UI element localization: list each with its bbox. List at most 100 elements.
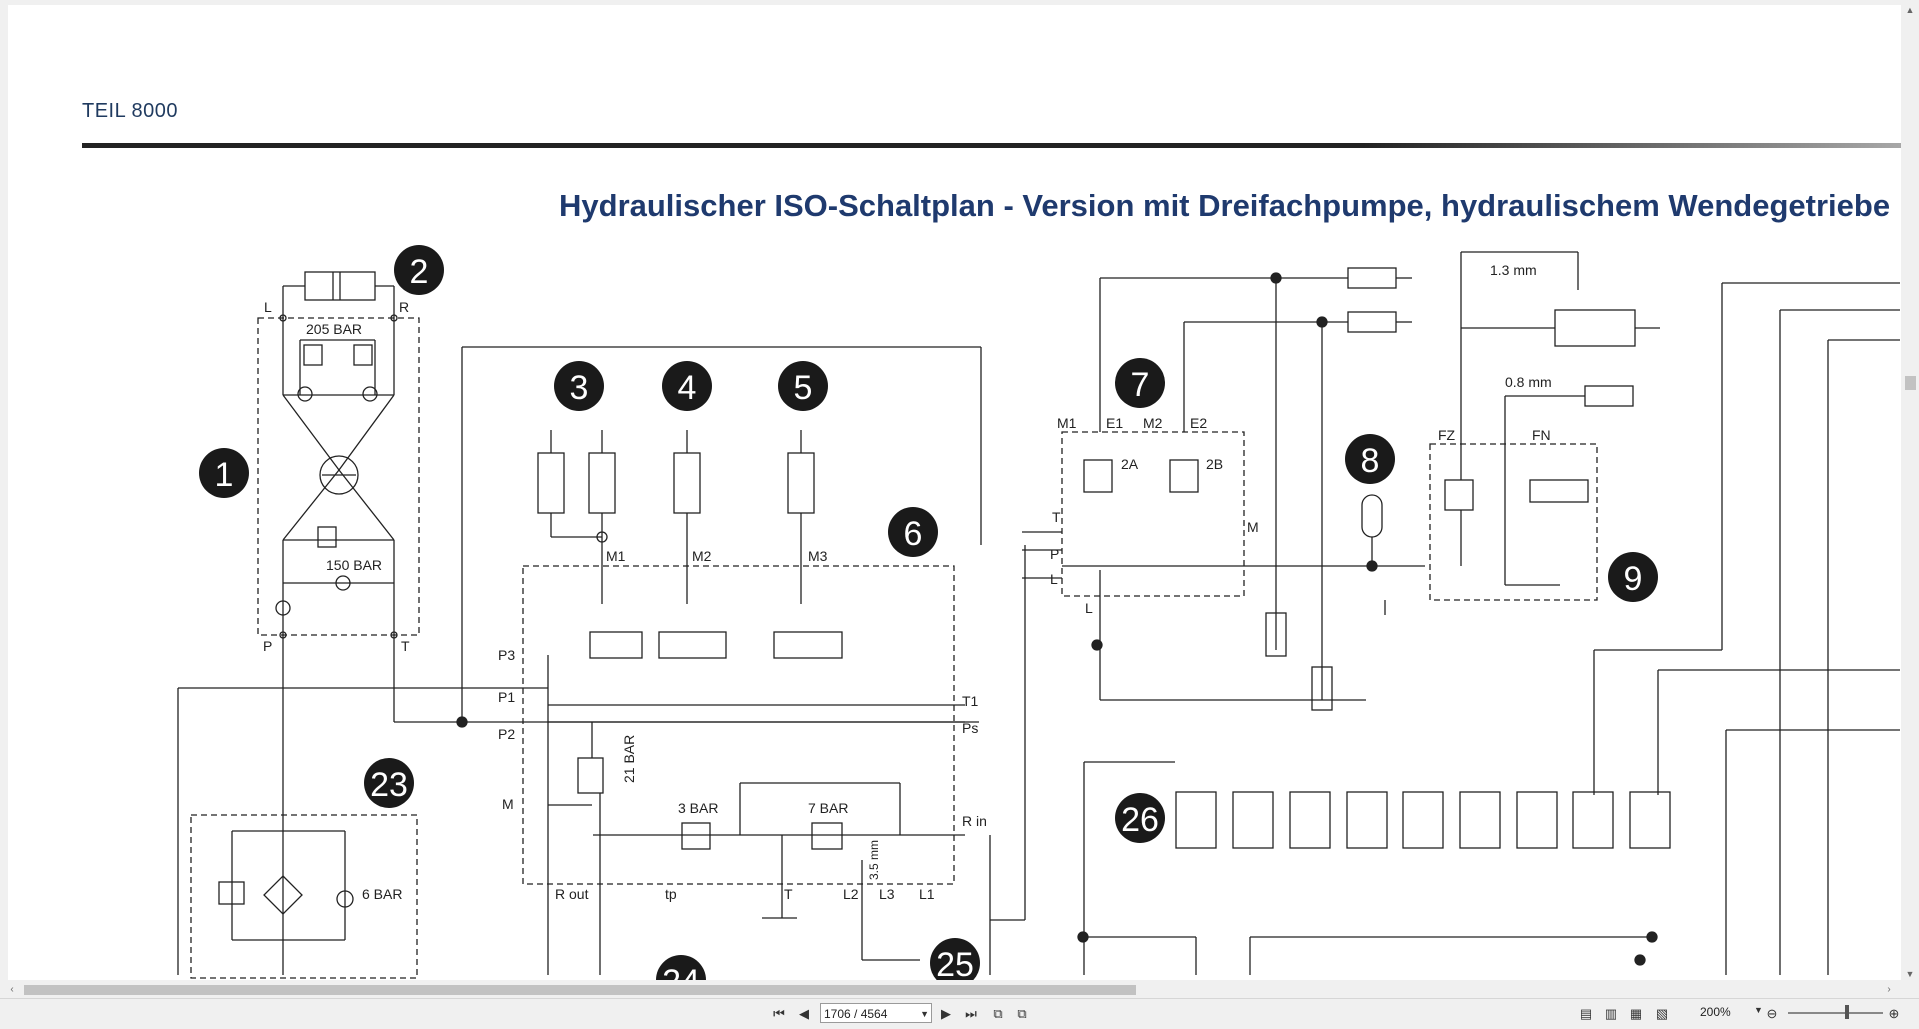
hydraulic-schematic: 1 2 3 4 5 6 7 8 9 23 24 25 26 — [177, 245, 1900, 980]
svg-text:R out: R out — [555, 886, 589, 902]
callout-numbers: 1 2 3 4 5 6 7 8 9 23 24 25 26 — [215, 253, 1643, 980]
document-viewport[interactable]: TEIL 8000 Hydraulischer ISO-Schaltplan -… — [0, 0, 1919, 982]
steering-unit — [257, 317, 420, 636]
parking-brake-valve — [1384, 251, 1660, 615]
svg-text:T1: T1 — [962, 693, 979, 709]
callout-1: 1 — [215, 456, 234, 494]
callout-2: 2 — [410, 253, 429, 291]
zoom-value[interactable]: 200% — [1700, 1005, 1731, 1019]
svg-text:M: M — [502, 796, 514, 812]
chevron-down-icon[interactable]: ▼ — [920, 1009, 929, 1019]
bottom-toolbar: ⏮ ◀ 1706 / 4564▼ ▶ ⏭ ⧉ ⧉ ▤ ▥ ▦ ▧ 200% ▼ … — [0, 998, 1919, 1029]
callout-8: 8 — [1361, 442, 1380, 480]
two-page-view-icon[interactable]: ▦ — [1629, 1006, 1643, 1021]
svg-text:E1: E1 — [1106, 415, 1123, 431]
quick-couplers — [1175, 791, 1671, 849]
callout-6: 6 — [904, 515, 923, 553]
callout-26: 26 — [1121, 801, 1159, 839]
svg-text:tp: tp — [665, 886, 677, 902]
callout-3: 3 — [570, 369, 589, 407]
svg-text:M: M — [1247, 519, 1259, 535]
steering-cylinder — [279, 271, 398, 322]
scroll-down-arrow-icon[interactable]: ▼ — [1905, 969, 1915, 979]
svg-text:T: T — [784, 886, 793, 902]
two-page-continuous-icon[interactable]: ▧ — [1655, 1006, 1669, 1021]
vertical-scrollbar[interactable]: ▲ ▼ — [1901, 0, 1919, 982]
prev-page-icon[interactable]: ◀ — [799, 1006, 809, 1021]
scroll-left-arrow-icon[interactable]: ‹ — [10, 984, 14, 995]
svg-text:P: P — [263, 638, 272, 654]
svg-text:3 BAR: 3 BAR — [678, 800, 718, 816]
svg-text:L2: L2 — [843, 886, 859, 902]
svg-text:L: L — [264, 299, 272, 315]
header-rule — [82, 143, 1901, 148]
svg-text:T: T — [1052, 509, 1061, 525]
svg-text:L1: L1 — [919, 886, 935, 902]
pdf-page: TEIL 8000 Hydraulischer ISO-Schaltplan -… — [8, 5, 1901, 980]
callout-9: 9 — [1624, 560, 1643, 598]
steering-internals — [275, 318, 979, 975]
svg-text:1.3 mm: 1.3 mm — [1490, 262, 1537, 278]
svg-text:R: R — [399, 299, 409, 315]
page-header: TEIL 8000 — [82, 100, 179, 122]
supply-lines — [177, 346, 982, 975]
callout-7: 7 — [1131, 366, 1150, 404]
svg-text:P2: P2 — [498, 726, 515, 742]
callout-5: 5 — [794, 369, 813, 407]
svg-text:2B: 2B — [1206, 456, 1223, 472]
svg-text:FN: FN — [1532, 427, 1551, 443]
zoom-slider-track[interactable] — [1788, 1012, 1883, 1014]
svg-text:M2: M2 — [1143, 415, 1163, 431]
next-page-icon[interactable]: ▶ — [941, 1006, 951, 1021]
svg-text:L: L — [1050, 571, 1058, 587]
page-number-field[interactable]: 1706 / 4564▼ — [820, 1003, 932, 1023]
svg-text:3.5 mm: 3.5 mm — [867, 840, 881, 880]
horizontal-scroll-thumb[interactable] — [24, 985, 1136, 995]
control-valve-labels: M1 M2 M3 P3 P1 P2 M T1 Ps R in R out tp … — [498, 548, 987, 902]
svg-text:FZ: FZ — [1438, 427, 1456, 443]
first-page-icon[interactable]: ⏮ — [773, 1006, 785, 1021]
svg-text:M3: M3 — [808, 548, 828, 564]
zoom-slider-knob[interactable] — [1845, 1005, 1849, 1019]
svg-text:2A: 2A — [1121, 456, 1139, 472]
last-page-icon[interactable]: ⏭ — [965, 1006, 977, 1021]
svg-text:P1: P1 — [498, 689, 515, 705]
copy-selection-icon[interactable]: ⧉ — [1017, 1006, 1027, 1021]
vertical-scroll-thumb[interactable] — [1905, 376, 1916, 390]
copy-page-icon[interactable]: ⧉ — [993, 1006, 1003, 1021]
svg-text:M1: M1 — [606, 548, 626, 564]
callout-4: 4 — [678, 369, 697, 407]
filter-block — [190, 814, 418, 979]
callout-23: 23 — [370, 766, 408, 804]
brake-valve — [1022, 267, 1425, 711]
scroll-right-arrow-icon[interactable]: › — [1887, 984, 1891, 995]
callout-24: 24 — [662, 963, 700, 980]
svg-text:Ps: Ps — [962, 720, 978, 736]
steering-labels: L R 205 BAR 150 BAR P T — [263, 299, 410, 654]
svg-text:T: T — [401, 638, 410, 654]
svg-text:L3: L3 — [879, 886, 895, 902]
zoom-dropdown-icon[interactable]: ▼ — [1754, 1005, 1763, 1015]
zoom-out-icon[interactable]: ⊖ — [1766, 1006, 1778, 1021]
document-title: Hydraulischer ISO-Schaltplan - Version m… — [559, 188, 1891, 223]
callout-25: 25 — [936, 946, 974, 980]
svg-text:M2: M2 — [692, 548, 712, 564]
svg-text:0.8 mm: 0.8 mm — [1505, 374, 1552, 390]
svg-text:150 BAR: 150 BAR — [326, 557, 382, 573]
zoom-in-icon[interactable]: ⊕ — [1888, 1006, 1900, 1021]
svg-text:L: L — [1085, 600, 1093, 616]
svg-text:E2: E2 — [1190, 415, 1207, 431]
svg-text:P3: P3 — [498, 647, 515, 663]
callout-markers — [199, 245, 1658, 980]
svg-text:205 BAR: 205 BAR — [306, 321, 362, 337]
scroll-up-arrow-icon[interactable]: ▲ — [1905, 5, 1915, 15]
parking-brake-labels: 1.3 mm 0.8 mm FZ FN — [1438, 262, 1552, 443]
horizontal-scrollbar[interactable]: ‹ › — [0, 982, 1901, 998]
svg-text:7 BAR: 7 BAR — [808, 800, 848, 816]
single-page-view-icon[interactable]: ▤ — [1579, 1006, 1593, 1021]
svg-text:R in: R in — [962, 813, 987, 829]
right-wiring — [1077, 282, 1900, 975]
lift-cylinders — [537, 430, 815, 604]
svg-text:P: P — [1050, 546, 1059, 562]
continuous-view-icon[interactable]: ▥ — [1604, 1006, 1618, 1021]
